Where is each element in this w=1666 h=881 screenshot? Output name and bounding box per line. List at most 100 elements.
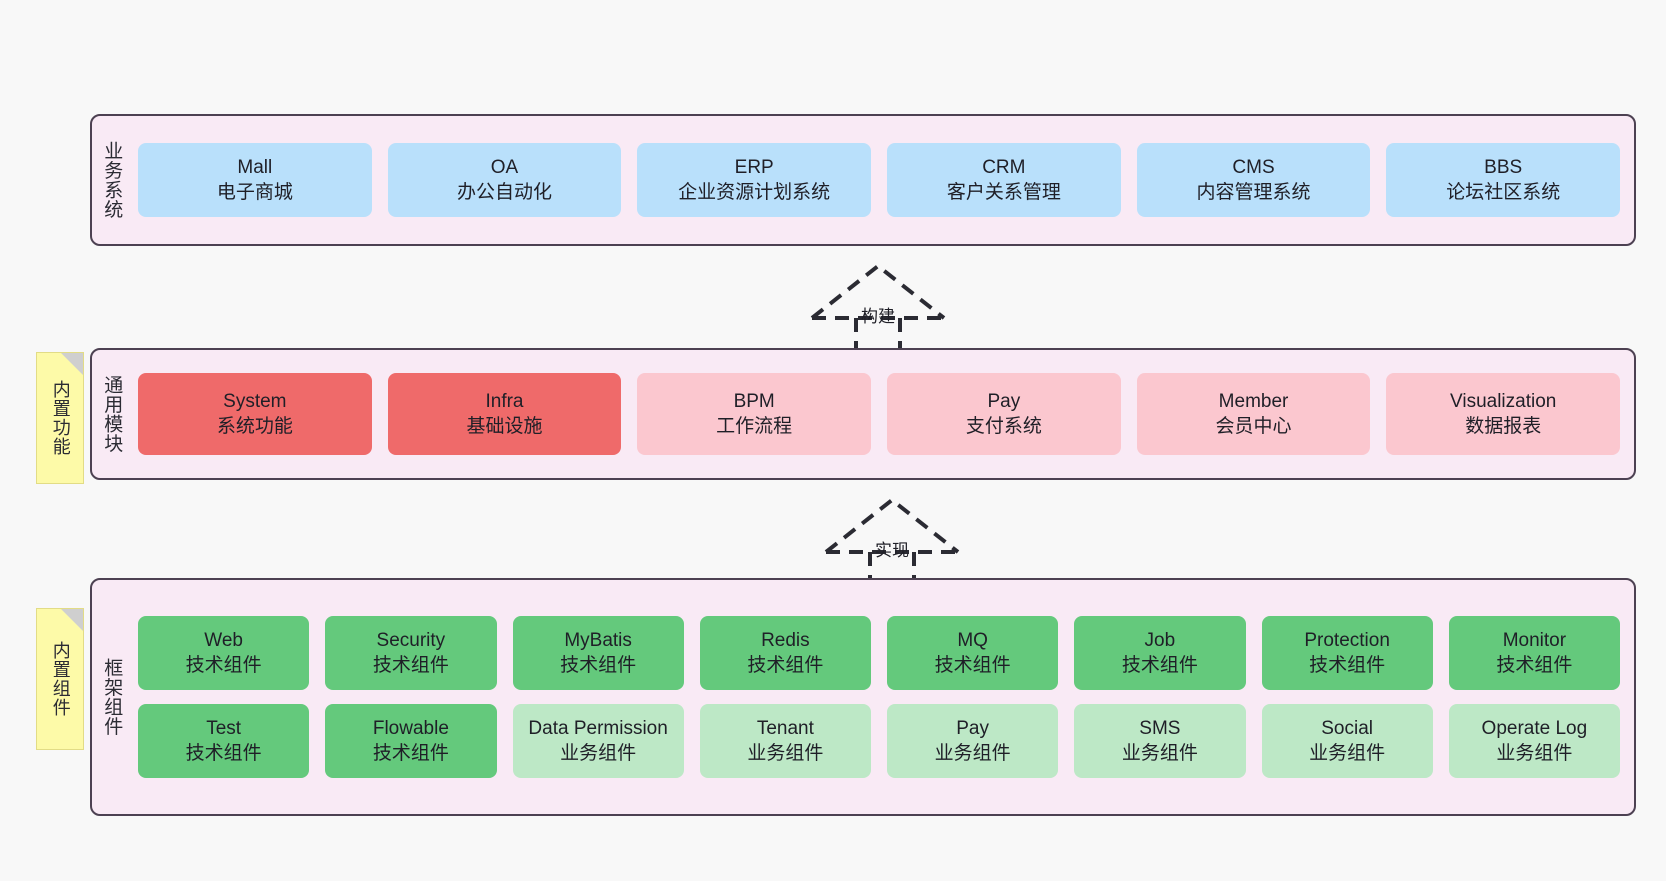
note-fold-icon — [61, 353, 83, 375]
component-card-title: Monitor — [1502, 629, 1567, 651]
component-card-title: Social — [1321, 717, 1373, 739]
connector-build-label: 构建 — [861, 307, 895, 326]
module-card-oa[interactable]: OA 办公自动化 — [387, 143, 622, 217]
component-card-redis[interactable]: Redis 技术组件 — [699, 616, 871, 690]
layer-body-common-module: System 系统功能 Infra 基础设施 BPM 工作流程 Pay 支付系统… — [130, 350, 1634, 478]
module-card-title: ERP — [734, 156, 774, 178]
component-card-title: Redis — [761, 629, 810, 651]
component-card-subtitle: 技术组件 — [372, 743, 449, 764]
cell-row: Test 技术组件 Flowable 技术组件 Data Permission … — [138, 704, 1620, 778]
layer-title-business-system: 业务系统 — [101, 141, 123, 219]
component-card-subtitle: 业务组件 — [1496, 743, 1573, 764]
module-card-crm[interactable]: CRM 客户关系管理 — [887, 143, 1121, 217]
module-card-title: System — [223, 390, 287, 412]
layer-title-common-module: 通用模块 — [101, 375, 123, 453]
module-card-title: BBS — [1484, 156, 1523, 178]
module-card-erp[interactable]: ERP 企业资源计划系统 — [637, 143, 872, 217]
module-card-subtitle: 电子商城 — [216, 182, 293, 203]
component-card-operate-log[interactable]: Operate Log 业务组件 — [1448, 704, 1620, 778]
component-card-security[interactable]: Security 技术组件 — [325, 616, 497, 690]
component-card-job[interactable]: Job 技术组件 — [1074, 616, 1246, 690]
component-card-title: Web — [204, 629, 243, 651]
component-card-subtitle: 技术组件 — [1309, 655, 1386, 676]
module-card-system[interactable]: System 系统功能 — [138, 373, 372, 455]
module-card-infra[interactable]: Infra 基础设施 — [387, 373, 622, 455]
component-card-title: Test — [206, 717, 242, 739]
component-card-mybatis[interactable]: MyBatis 技术组件 — [512, 616, 684, 690]
module-card-subtitle: 工作流程 — [716, 416, 793, 437]
component-card-social[interactable]: Social 业务组件 — [1261, 704, 1433, 778]
component-card-pay[interactable]: Pay 业务组件 — [887, 704, 1059, 778]
component-card-web[interactable]: Web 技术组件 — [138, 616, 310, 690]
note-fold-icon — [61, 609, 83, 631]
cell-row: Mall 电子商城 OA 办公自动化 ERP 企业资源计划系统 CRM 客户关系… — [138, 143, 1621, 217]
module-card-title: BPM — [733, 390, 775, 412]
component-card-title: Data Permission — [528, 717, 668, 739]
connector-implement-label: 实现 — [875, 541, 909, 560]
module-card-subtitle: 内容管理系统 — [1196, 182, 1311, 203]
component-card-test[interactable]: Test 技术组件 — [138, 704, 310, 778]
module-card-subtitle: 数据报表 — [1465, 416, 1542, 437]
component-card-title: Pay — [956, 717, 989, 739]
component-card-subtitle: 业务组件 — [1121, 743, 1198, 764]
module-card-subtitle: 系统功能 — [216, 416, 293, 437]
component-card-title: MyBatis — [564, 629, 632, 651]
component-card-subtitle: 业务组件 — [560, 743, 637, 764]
layer-title-framework-component: 框架组件 — [101, 658, 123, 736]
module-card-visualization[interactable]: Visualization 数据报表 — [1386, 373, 1621, 455]
component-card-monitor[interactable]: Monitor 技术组件 — [1448, 616, 1620, 690]
component-card-subtitle: 技术组件 — [185, 655, 262, 676]
module-card-title: CRM — [982, 156, 1026, 178]
module-card-pay[interactable]: Pay 支付系统 — [887, 373, 1121, 455]
component-card-tenant[interactable]: Tenant 业务组件 — [699, 704, 871, 778]
cell-row: System 系统功能 Infra 基础设施 BPM 工作流程 Pay 支付系统… — [138, 373, 1621, 455]
module-card-subtitle: 支付系统 — [965, 416, 1042, 437]
module-card-cms[interactable]: CMS 内容管理系统 — [1136, 143, 1371, 217]
module-card-title: CMS — [1232, 156, 1275, 178]
component-card-title: MQ — [957, 629, 988, 651]
connector-implement: 实现 — [812, 492, 972, 592]
component-card-title: SMS — [1139, 717, 1181, 739]
layer-body-business-system: Mall 电子商城 OA 办公自动化 ERP 企业资源计划系统 CRM 客户关系… — [130, 116, 1634, 244]
component-card-subtitle: 技术组件 — [747, 655, 824, 676]
module-card-subtitle: 办公自动化 — [457, 182, 553, 203]
note-builtin-component: 内置组件 — [36, 608, 84, 750]
module-card-member[interactable]: Member 会员中心 — [1136, 373, 1371, 455]
component-card-title: Tenant — [756, 717, 814, 739]
component-card-subtitle: 业务组件 — [934, 743, 1011, 764]
module-card-title: OA — [490, 156, 519, 178]
layer-common-module: 通用模块 System 系统功能 Infra 基础设施 BPM 工作流程 Pay… — [90, 348, 1636, 480]
module-card-bpm[interactable]: BPM 工作流程 — [637, 373, 872, 455]
component-card-title: Operate Log — [1481, 717, 1588, 739]
layer-framework-component: 框架组件 Web 技术组件 Security 技术组件 MyBatis 技术组件… — [90, 578, 1636, 816]
module-card-mall[interactable]: Mall 电子商城 — [138, 143, 372, 217]
component-card-flowable[interactable]: Flowable 技术组件 — [325, 704, 497, 778]
component-card-sms[interactable]: SMS 业务组件 — [1074, 704, 1246, 778]
layer-business-system: 业务系统 Mall 电子商城 OA 办公自动化 ERP 企业资源计划系统 CRM… — [90, 114, 1636, 246]
component-card-subtitle: 技术组件 — [185, 743, 262, 764]
component-card-protection[interactable]: Protection 技术组件 — [1261, 616, 1433, 690]
component-card-title: Flowable — [372, 717, 449, 739]
module-card-title: Pay — [987, 390, 1021, 412]
module-card-title: Member — [1218, 390, 1289, 412]
component-card-title: Protection — [1304, 629, 1390, 651]
component-card-subtitle: 技术组件 — [372, 655, 449, 676]
component-card-subtitle: 技术组件 — [1496, 655, 1573, 676]
module-card-subtitle: 会员中心 — [1215, 416, 1292, 437]
module-card-subtitle: 论坛社区系统 — [1446, 182, 1561, 203]
module-card-title: Infra — [485, 390, 524, 412]
component-card-title: Job — [1144, 629, 1176, 651]
component-card-subtitle: 业务组件 — [747, 743, 824, 764]
note-label: 内置功能 — [50, 380, 71, 456]
component-card-subtitle: 技术组件 — [1121, 655, 1198, 676]
module-card-bbs[interactable]: BBS 论坛社区系统 — [1386, 143, 1621, 217]
module-card-subtitle: 基础设施 — [466, 416, 543, 437]
component-card-mq[interactable]: MQ 技术组件 — [887, 616, 1059, 690]
connector-build: 构建 — [798, 258, 958, 358]
cell-row: Web 技术组件 Security 技术组件 MyBatis 技术组件 Redi… — [138, 616, 1620, 690]
component-card-data-permission[interactable]: Data Permission 业务组件 — [512, 704, 684, 778]
module-card-subtitle: 企业资源计划系统 — [678, 182, 831, 203]
component-card-subtitle: 业务组件 — [1309, 743, 1386, 764]
layer-body-framework-component: Web 技术组件 Security 技术组件 MyBatis 技术组件 Redi… — [130, 580, 1634, 814]
